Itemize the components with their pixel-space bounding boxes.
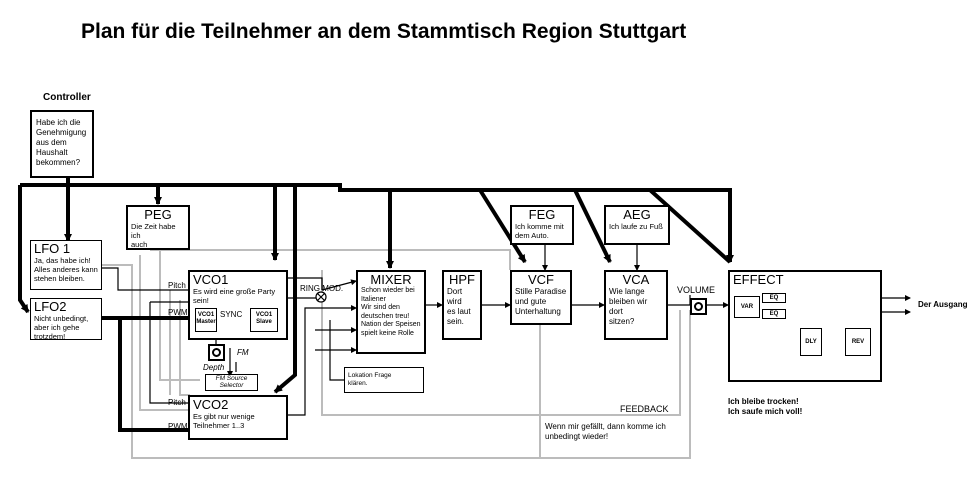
vca-text: Wie lange bleiben wir dort sitzen?: [609, 287, 648, 326]
pwm2-label: PWM: [168, 422, 188, 431]
pitch2-label: Pitch: [168, 398, 186, 407]
hpf-box: HPF Dort wird es laut sein.: [442, 270, 482, 340]
note-trocken: Ich bleibe trocken! Ich saufe mich voll!: [728, 397, 803, 416]
lfo1-title: LFO 1: [34, 241, 71, 256]
vco2-text: Es gibt nur wenige Teilnehmer 1..3: [193, 412, 255, 430]
peg-text: Die Zeit habe ich auch: [131, 222, 176, 249]
effect-rev-box: REV: [845, 328, 871, 356]
output-label: Der Ausgang: [918, 300, 968, 309]
hpf-text: Dort wird es laut sein.: [447, 287, 471, 326]
depth-label: Depth: [203, 363, 225, 372]
controller-label: Controller: [43, 92, 91, 103]
feg-title: FEG: [528, 207, 556, 222]
vcf-box: VCF Stille Paradise und gute Unterhaltun…: [510, 270, 572, 325]
vco2-box: VCO2 Es gibt nur wenige Teilnehmer 1..3: [188, 395, 288, 440]
main-bus: [18, 178, 734, 432]
vca-title: VCA: [622, 272, 650, 287]
pwm1-label: PWM: [168, 308, 188, 317]
controller-text: Habe ich die Genehmigung aus dem Haushal…: [36, 118, 87, 167]
feg-box: FEG Ich komme mit dem Auto.: [510, 205, 574, 245]
vco2-title: VCO2: [193, 397, 229, 412]
vcf-title: VCF: [528, 272, 554, 287]
aeg-box: AEG Ich laufe zu Fuß: [604, 205, 670, 245]
aeg-title: AEG: [623, 207, 651, 222]
effect-eq1-box: EQ: [762, 293, 786, 303]
pitch1-label: Pitch: [168, 281, 186, 290]
lfo1-text: Ja, das habe ich! Alles anderes kann ste…: [34, 256, 98, 283]
effect-dly-box: DLY: [800, 328, 822, 356]
effect-var-box: VAR: [734, 296, 760, 318]
sync-label: SYNC: [220, 310, 243, 319]
fm-depth-knob[interactable]: [208, 344, 225, 361]
lfo1-box: LFO 1 Ja, das habe ich! Alles anderes ka…: [30, 240, 102, 290]
controller-box: Habe ich die Genehmigung aus dem Haushal…: [30, 110, 94, 178]
hpf-title: HPF: [449, 272, 475, 287]
volume-label: VOLUME: [677, 285, 716, 295]
gray-wires: [100, 249, 691, 459]
vco1-slave-box: VCO1 Slave: [250, 308, 278, 332]
vco1-master-box: VCO1 Master: [195, 308, 217, 332]
lfo2-box: LFO2 Nicht unbedingt, aber ich gehe trot…: [30, 298, 102, 341]
peg-box: PEG Die Zeit habe ich auch: [126, 205, 190, 250]
page-title: Plan für die Teilnehmer an dem Stammtisc…: [81, 20, 687, 43]
vco1-title: VCO1: [193, 272, 229, 287]
mixer-text: Schon wieder bei Italiener Wir sind den …: [361, 287, 421, 337]
mixer-box: MIXER Schon wieder bei Italiener Wir sin…: [356, 270, 426, 354]
fm-source-selector: FM Source Selector: [205, 374, 258, 391]
ring-mod-label: RING MOD.: [300, 284, 344, 293]
aeg-text: Ich laufe zu Fuß: [609, 222, 663, 231]
peg-title: PEG: [144, 207, 172, 222]
location-box: Lokation Frage klären.: [344, 367, 424, 393]
effect-title: EFFECT: [733, 272, 784, 287]
feedback-label: FEEDBACK: [620, 404, 669, 414]
effect-box: EFFECT: [728, 270, 882, 382]
fm-source-text: FM Source Selector: [215, 375, 248, 389]
feg-text: Ich komme mit dem Auto.: [515, 222, 564, 240]
note-wenn: Wenn mir gefällt, dann komme ich unbedin…: [545, 422, 666, 441]
volume-knob[interactable]: [690, 298, 707, 315]
lfo2-title: LFO2: [34, 299, 67, 314]
effect-eq2-box: EQ: [762, 309, 786, 319]
fm-label: FM: [237, 348, 249, 357]
vco1-text: Es wird eine große Party sein!: [193, 287, 276, 305]
mixer-title: MIXER: [370, 272, 412, 287]
lfo2-text: Nicht unbedingt, aber ich gehe trotzdem!: [34, 314, 89, 341]
location-text: Lokation Frage klären.: [348, 372, 392, 387]
vcf-text: Stille Paradise und gute Unterhaltung: [515, 287, 567, 316]
vca-box: VCA Wie lange bleiben wir dort sitzen?: [604, 270, 668, 340]
